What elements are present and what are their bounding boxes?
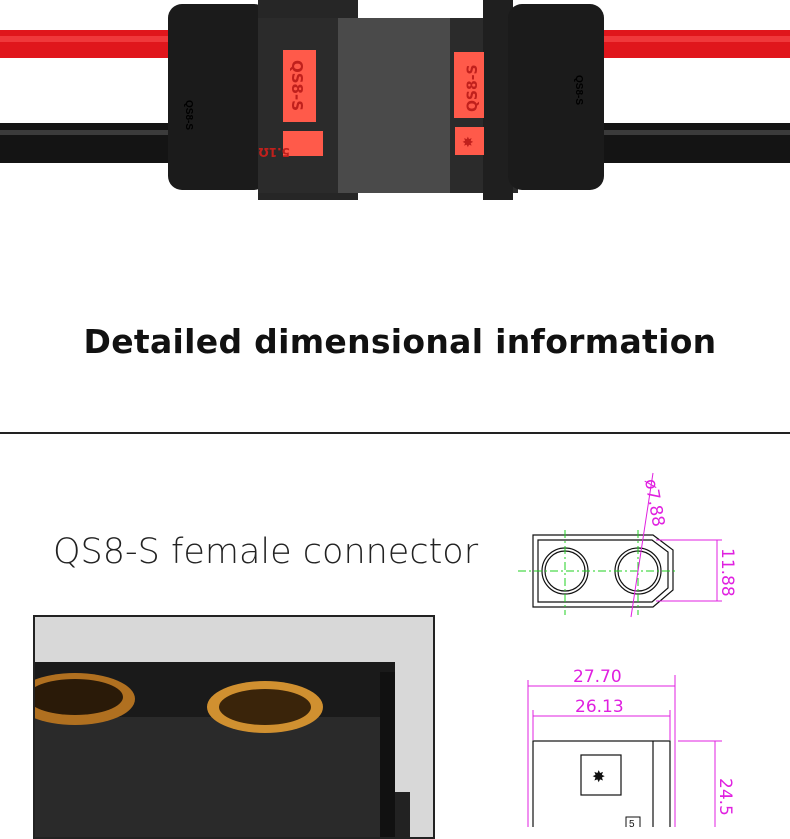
section-heading: Detailed dimensional information xyxy=(83,322,717,361)
height-side-dimension: 24.5 xyxy=(715,778,735,816)
left-housing xyxy=(168,4,268,190)
spark-icon: ✸ xyxy=(462,135,474,151)
connector-subtitle: QS8-S female connector xyxy=(53,532,479,572)
housing-text-right: QS8-S xyxy=(573,75,584,105)
connector-photo: QS8-S QS8-S QS8-S 5.1Ω QS8-S ✸ xyxy=(0,0,790,200)
body-label-right: QS8-S xyxy=(465,64,481,112)
diameter-dimension: ø7.88 xyxy=(640,477,668,528)
body-label-left: QS8-S xyxy=(288,60,306,111)
right-housing xyxy=(508,4,604,190)
resistor-label: 5.1Ω xyxy=(259,145,290,159)
divider xyxy=(0,432,790,434)
width-inner-dimension: 26.13 xyxy=(575,697,624,717)
height-top-dimension: 11.88 xyxy=(717,548,737,597)
drawing-tag: 5 xyxy=(629,819,635,827)
dimension-drawing: ✸ ø7.88 11.88 27.70 26.13 24.5 5 xyxy=(518,472,737,827)
female-connector-photo xyxy=(33,615,435,839)
width-outer-dimension: 27.70 xyxy=(573,667,622,687)
housing-text-left: QS8-S xyxy=(183,100,194,130)
spark-icon: ✸ xyxy=(592,769,605,786)
